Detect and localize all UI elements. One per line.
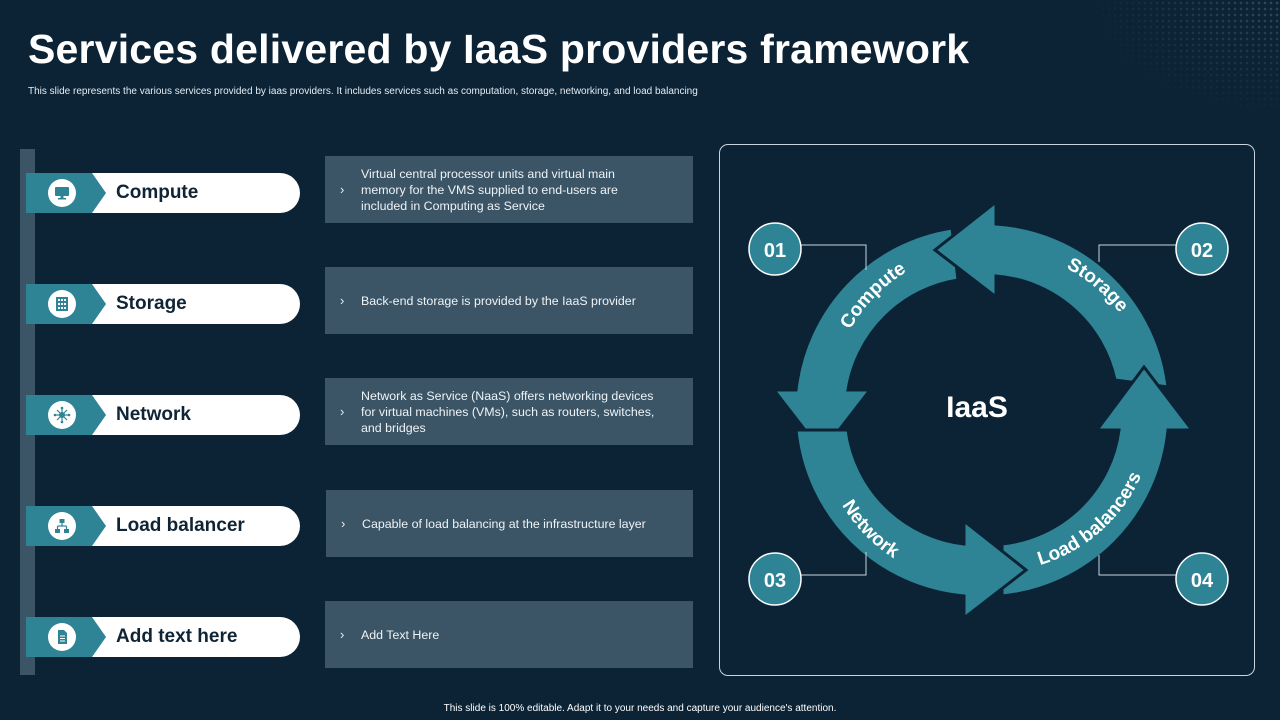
page-subtitle: This slide represents the various servic…: [28, 86, 698, 97]
description-text: Network as Service (NaaS) offers network…: [361, 388, 655, 435]
chevron-right-icon: ›: [340, 182, 345, 197]
document-icon: [48, 623, 76, 651]
service-row-add-text: Add text here: [26, 617, 302, 657]
service-description-network: › Network as Service (NaaS) offers netwo…: [325, 378, 693, 445]
description-text: Back-end storage is provided by the IaaS…: [361, 293, 636, 308]
badge-number: 04: [1191, 570, 1214, 592]
service-label: Compute: [116, 182, 199, 203]
service-description-load-balancer: › Capable of load balancing at the infra…: [326, 490, 693, 557]
cycle-arrow-network: [794, 428, 1029, 622]
dot-pattern-decoration: [1100, 0, 1280, 110]
page-title: Services delivered by IaaS providers fra…: [28, 26, 970, 72]
service-description-add-text: › Add Text Here: [325, 601, 693, 668]
service-description-compute: › Virtual central processor units and vi…: [325, 156, 693, 223]
service-label: Storage: [116, 293, 187, 314]
monitor-icon: [48, 179, 76, 207]
service-row-compute: Compute: [26, 173, 302, 213]
service-label: Load balancer: [116, 515, 245, 536]
chevron-right-icon: ›: [340, 627, 345, 642]
service-pill: Storage: [92, 284, 300, 324]
chevron-right-icon: ›: [340, 293, 345, 308]
service-row-storage: Storage: [26, 284, 302, 324]
service-pill: Compute: [92, 173, 300, 213]
cycle-center-label: IaaS: [946, 391, 1008, 424]
description-text: Virtual central processor units and virt…: [361, 166, 618, 213]
badge-04: 04: [1175, 552, 1229, 606]
chevron-right-icon: ›: [340, 404, 345, 419]
description-text: Capable of load balancing at the infrast…: [362, 516, 646, 531]
cycle-arrow-load-balancers: [1000, 364, 1196, 598]
network-hub-icon: [48, 401, 76, 429]
service-pill: Add text here: [92, 617, 300, 657]
service-row-network: Network: [26, 395, 302, 435]
service-label: Add text here: [116, 626, 238, 647]
footer-note: This slide is 100% editable. Adapt it to…: [443, 703, 837, 714]
server-rack-icon: [48, 290, 76, 318]
service-pill: Load balancer: [92, 506, 300, 546]
service-row-load-balancer: Load balancer: [26, 506, 302, 546]
badge-number: 03: [764, 570, 786, 592]
service-label: Network: [116, 404, 191, 425]
badge-number: 01: [764, 240, 786, 262]
badge-02: 02: [1175, 222, 1229, 276]
cycle-arrow-compute: [770, 226, 960, 455]
badge-01: 01: [748, 222, 802, 276]
badge-number: 02: [1191, 240, 1213, 262]
service-description-storage: › Back-end storage is provided by the Ia…: [325, 267, 693, 334]
service-pill: Network: [92, 395, 300, 435]
org-chart-icon: [48, 512, 76, 540]
description-text: Add Text Here: [361, 627, 440, 642]
badge-03: 03: [748, 552, 802, 606]
cycle-arrow-storage: [932, 198, 1170, 389]
iaas-cycle-panel: [719, 144, 1255, 676]
chevron-right-icon: ›: [341, 516, 346, 531]
connector-lines: [801, 244, 1176, 576]
